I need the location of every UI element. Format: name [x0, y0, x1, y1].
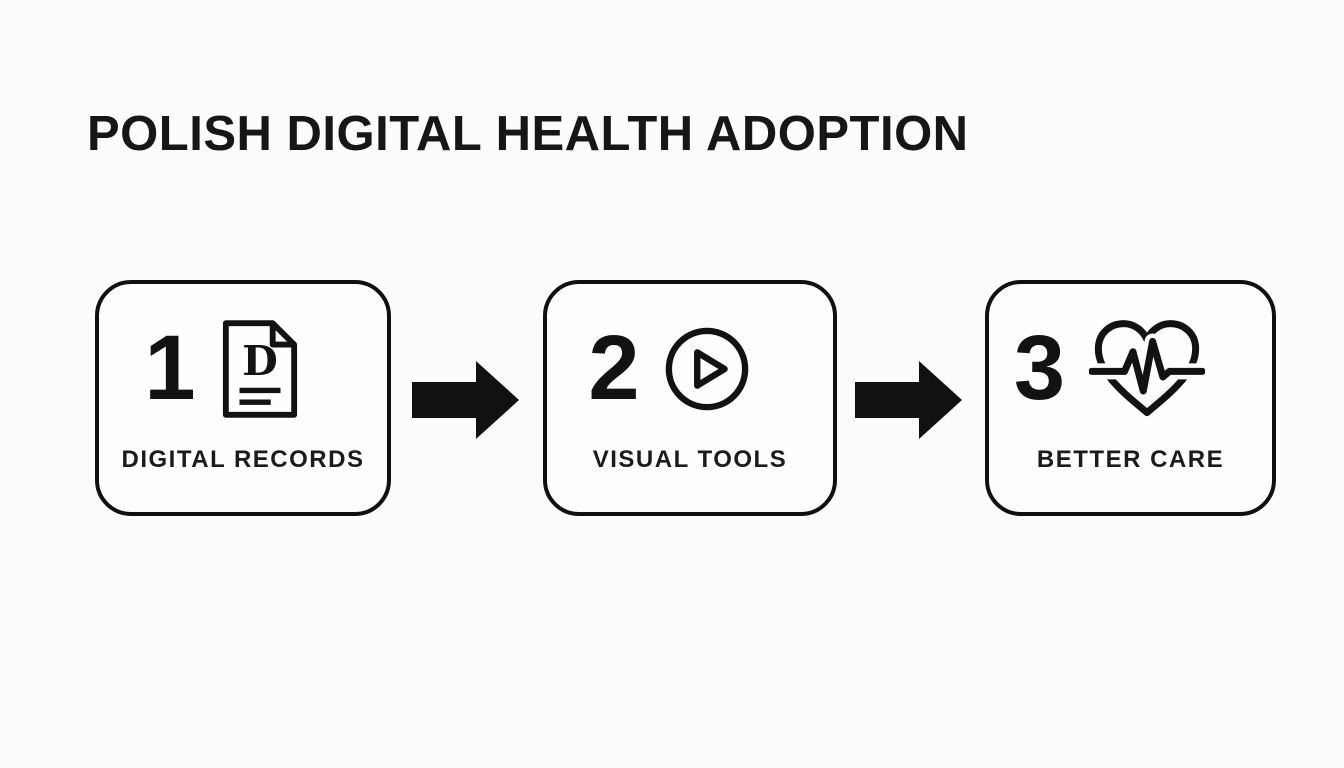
document-d-icon: D	[220, 319, 300, 419]
step-card-visual-tools: 2 VISUAL TOOLS	[543, 280, 837, 516]
step-number: 3	[1013, 317, 1065, 420]
step-card-digital-records: 1 D DIGITAL RECORDS	[95, 280, 391, 516]
arrow-right-icon	[855, 360, 963, 440]
play-icon	[664, 326, 750, 412]
step-header-row: 3	[1013, 314, 1206, 424]
step-number: 2	[588, 317, 639, 420]
step-number: 1	[144, 317, 195, 420]
page-title: POLISH DIGITAL HEALTH ADOPTION	[87, 107, 969, 161]
step-label: BETTER CARE	[1036, 446, 1225, 473]
step-header-row: 1 D	[144, 314, 299, 424]
step-label: DIGITAL RECORDS	[121, 446, 365, 473]
step-label: VISUAL TOOLS	[592, 446, 788, 473]
step-card-better-care: 3 BETTER CARE	[985, 280, 1276, 516]
step-header-row: 2	[588, 314, 749, 424]
arrow-right-icon	[412, 360, 520, 440]
heart-pulse-icon	[1089, 317, 1206, 422]
document-letter: D	[242, 337, 278, 385]
